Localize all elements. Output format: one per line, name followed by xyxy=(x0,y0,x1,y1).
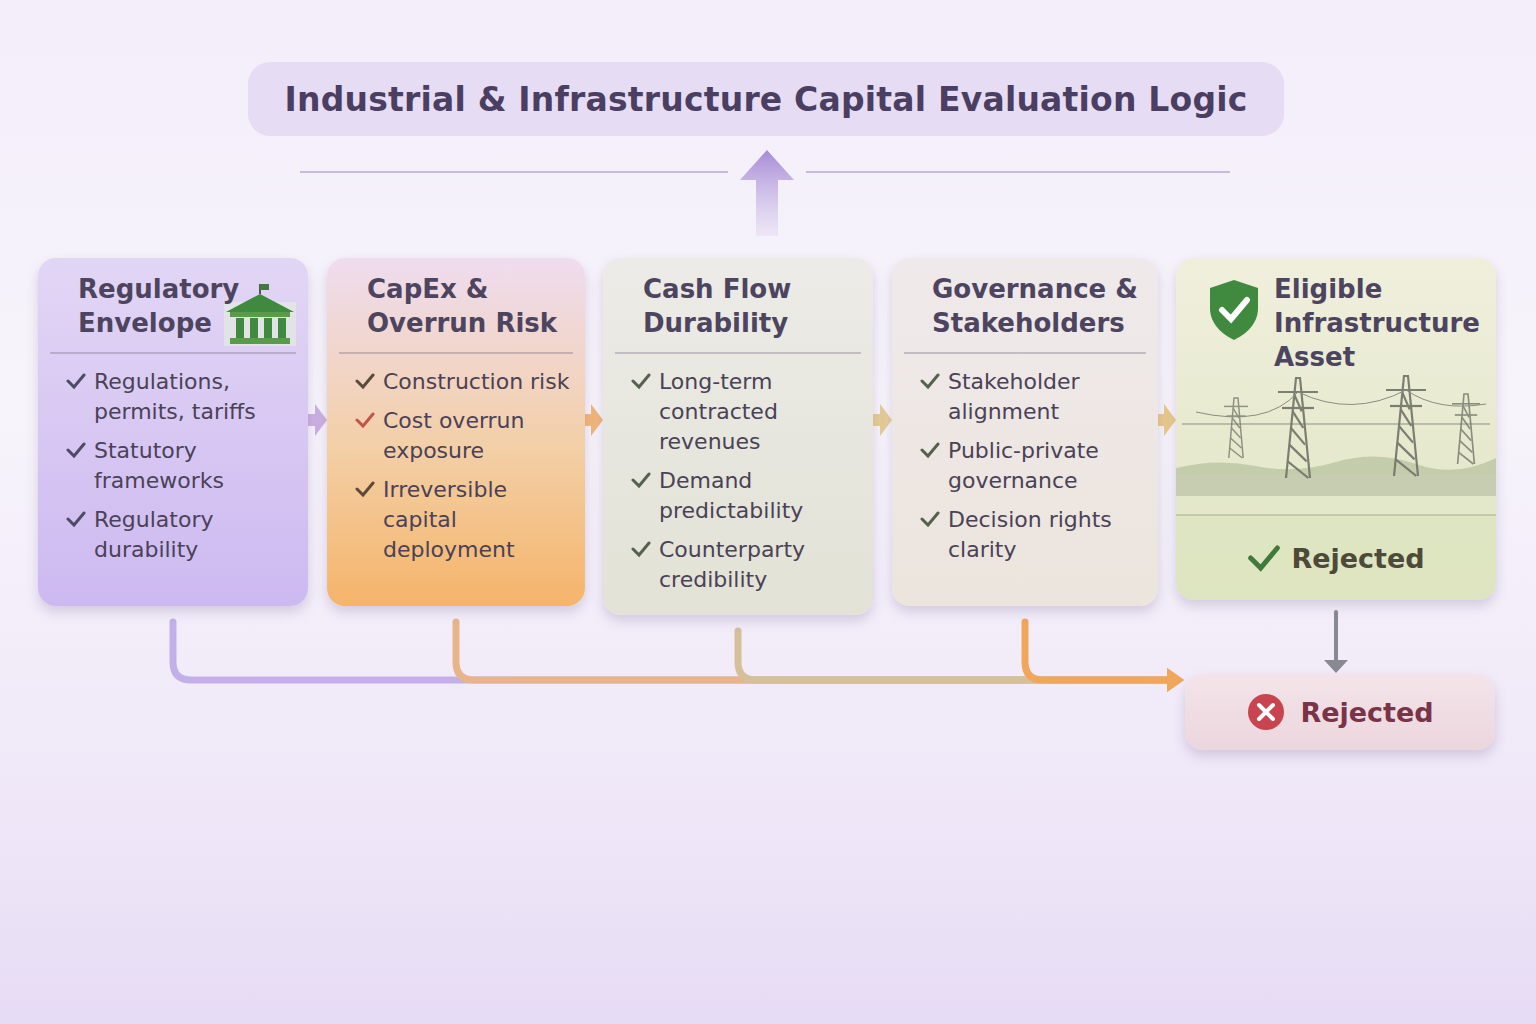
reject-text: Rejected xyxy=(1300,697,1433,728)
pylon-illustration xyxy=(1176,358,1496,498)
heading-rule xyxy=(615,352,861,354)
item-text: Decision rights clarity xyxy=(948,505,1150,565)
item-text: Stakeholder alignment xyxy=(948,367,1150,427)
stage-box: CapEx & Overrun RiskConstruction riskCos… xyxy=(327,258,585,606)
connector-line xyxy=(738,631,1169,680)
item-text: Cost overrun exposure xyxy=(383,406,577,466)
connector-line xyxy=(1334,612,1338,662)
title-bar: Industrial & Infrastructure Capital Eval… xyxy=(248,62,1284,136)
list-item: Long-term contracted revenues xyxy=(603,364,873,463)
heading-rule xyxy=(50,352,296,354)
item-text: Public-private governance xyxy=(948,436,1150,496)
heading-rule xyxy=(904,352,1146,354)
check-mark xyxy=(355,411,375,429)
list-item: Construction risk xyxy=(327,364,585,403)
item-text: Demand predictability xyxy=(659,466,865,526)
list-item: Irreversible capital deployment xyxy=(327,472,585,571)
result-box: Eligible Infrastructure AssetRejected xyxy=(1176,258,1496,600)
box-heading: Cash Flow Durability xyxy=(603,258,873,352)
item-text: Counterparty credibility xyxy=(659,535,865,595)
connector-line xyxy=(1025,622,1169,680)
connector-arrow xyxy=(456,622,1184,692)
check-mark xyxy=(66,372,86,390)
item-text: Regulatory durability xyxy=(94,505,300,565)
stage-box: Cash Flow DurabilityLong-term contracted… xyxy=(603,258,873,615)
list-item: Counterparty credibility xyxy=(603,532,873,601)
item-text: Long-term contracted revenues xyxy=(659,367,865,457)
box-heading: Eligible Infrastructure Asset xyxy=(1176,258,1496,386)
item-text: Statutory frameworks xyxy=(94,436,300,496)
list-item: Stakeholder alignment xyxy=(892,364,1158,433)
connector-arrow xyxy=(1324,612,1348,673)
heading-rule xyxy=(339,352,573,354)
box-heading: Regulatory Envelope xyxy=(38,258,308,352)
check-mark xyxy=(355,480,375,498)
box-heading: Governance & Stakeholders xyxy=(892,258,1158,352)
connector-line xyxy=(173,622,1169,680)
reject-icon xyxy=(1246,692,1286,732)
box-heading: CapEx & Overrun Risk xyxy=(327,258,585,352)
title: Industrial & Infrastructure Capital Eval… xyxy=(284,80,1247,119)
list-item: Cost overrun exposure xyxy=(327,403,585,472)
up-arrow xyxy=(740,150,794,236)
connector-arrow xyxy=(173,622,1184,692)
list-item: Demand predictability xyxy=(603,463,873,532)
list-item: Regulations, permits, tariffs xyxy=(38,364,308,433)
check-mark xyxy=(920,510,940,528)
arrow-head xyxy=(1167,668,1184,692)
arrow-head xyxy=(1167,668,1184,692)
item-text: Construction risk xyxy=(383,367,569,397)
check-mark xyxy=(66,510,86,528)
result-text: Rejected xyxy=(1291,543,1424,574)
arrow-head xyxy=(1167,668,1184,692)
reject-box: Rejected xyxy=(1185,674,1495,750)
arrow-head xyxy=(1167,668,1184,692)
arrow-head xyxy=(1324,660,1348,673)
list-item: Statutory frameworks xyxy=(38,433,308,502)
list-item: Decision rights clarity xyxy=(892,502,1158,571)
stage-box: Regulatory EnvelopeRegulations, permits,… xyxy=(38,258,308,606)
list-item: Regulatory durability xyxy=(38,502,308,571)
check-mark xyxy=(355,372,375,390)
stage-box: Governance & StakeholdersStakeholder ali… xyxy=(892,258,1158,606)
connector-arrow xyxy=(1025,622,1184,692)
list-item: Public-private governance xyxy=(892,433,1158,502)
connector-line xyxy=(456,622,1169,680)
check-mark xyxy=(631,471,651,489)
check-mark xyxy=(1247,543,1281,573)
check-mark xyxy=(631,372,651,390)
divider-line xyxy=(300,171,728,173)
check-mark xyxy=(66,441,86,459)
check-mark xyxy=(631,540,651,558)
item-text: Regulations, permits, tariffs xyxy=(94,367,300,427)
result-label: Rejected xyxy=(1176,514,1496,600)
check-mark xyxy=(920,372,940,390)
item-text: Irreversible capital deployment xyxy=(383,475,577,565)
divider-line xyxy=(806,171,1230,173)
shield-icon xyxy=(1206,278,1262,342)
check-mark xyxy=(920,441,940,459)
